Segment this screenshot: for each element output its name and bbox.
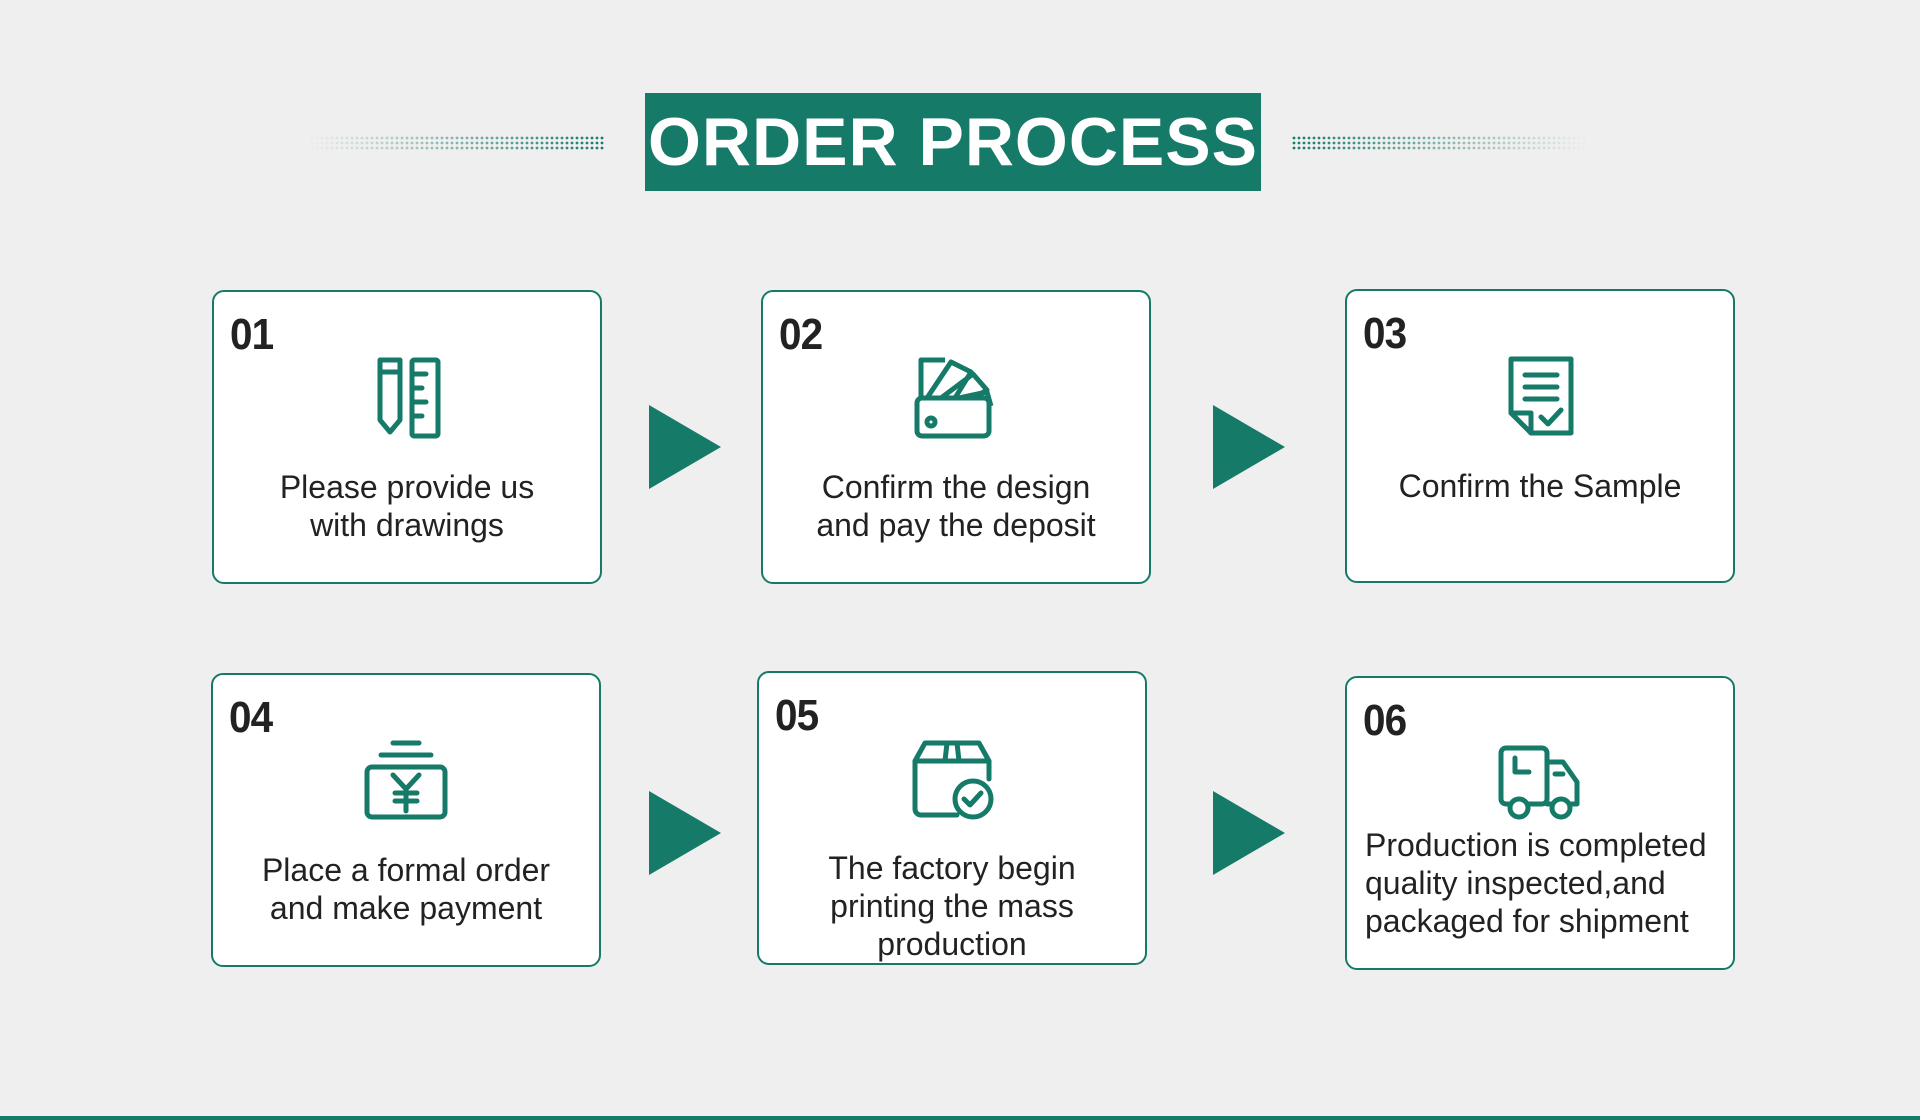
- title-banner: ORDER PROCESS: [645, 93, 1261, 191]
- step-label: Confirm the design and pay the deposit: [816, 469, 1096, 543]
- step-label: Place a formal order and make payment: [261, 852, 551, 926]
- color-swatch-icon: [914, 357, 994, 439]
- arrow-right-icon: [649, 791, 721, 875]
- step-card-01: 01 Please provide us with drawings: [212, 290, 602, 584]
- delivery-truck-icon: [1498, 745, 1580, 820]
- arrow-right-icon: [649, 405, 721, 489]
- decorative-dots-right: [1292, 136, 1576, 150]
- arrow-right-icon: [1213, 405, 1285, 489]
- page-title: ORDER PROCESS: [648, 104, 1258, 180]
- yen-payment-icon: [364, 740, 448, 820]
- step-card-06: 06 Production is completed quality inspe…: [1345, 676, 1735, 970]
- decorative-dots-left: [320, 136, 604, 150]
- step-card-02: 02 Confirm the design and pay the deposi…: [761, 290, 1151, 584]
- pencil-ruler-icon: [377, 357, 441, 439]
- box-check-icon: [912, 740, 994, 820]
- step-number: 03: [1363, 309, 1407, 358]
- step-card-05: 05 The factory begin printing the mass p…: [757, 671, 1147, 965]
- step-label: Confirm the Sample: [1398, 468, 1682, 504]
- step-card-04: 04 Place a formal order and make payment: [211, 673, 601, 967]
- step-label: Production is completed quality inspecte…: [1365, 827, 1707, 939]
- step-label: The factory begin printing the mass prod…: [828, 850, 1076, 962]
- step-number: 01: [230, 310, 274, 359]
- document-check-icon: [1508, 356, 1574, 436]
- step-label: Please provide us with drawings: [279, 469, 535, 543]
- arrow-right-icon: [1213, 791, 1285, 875]
- step-number: 04: [229, 693, 273, 742]
- step-number: 06: [1363, 696, 1407, 745]
- step-card-03: 03 Confirm the Sample: [1345, 289, 1735, 583]
- step-number: 02: [779, 310, 823, 359]
- bottom-divider: [0, 1116, 1920, 1120]
- step-number: 05: [775, 691, 819, 740]
